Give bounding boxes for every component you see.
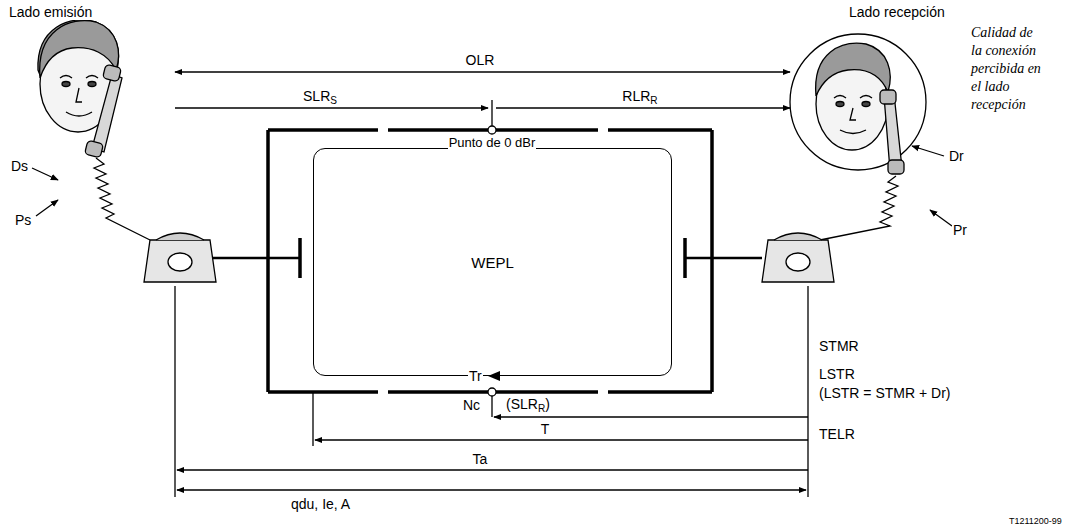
rating-arrow bbox=[174, 286, 175, 497]
rating-label: STMR bbox=[818, 338, 860, 354]
echo-arrowhead bbox=[488, 371, 500, 381]
quality-note: Calidad de la conexión percibida en el l… bbox=[970, 24, 1044, 114]
talker-figure bbox=[168, 253, 192, 271]
network-box: WEPL bbox=[313, 148, 672, 376]
talker-figure bbox=[88, 82, 96, 87]
reference-point bbox=[488, 388, 496, 396]
listener-figure bbox=[888, 160, 904, 174]
line-connection bbox=[212, 257, 300, 260]
network-frame bbox=[268, 130, 712, 392]
talker-figure bbox=[94, 158, 150, 240]
rating-arrow bbox=[496, 107, 790, 108]
listener-figure bbox=[884, 94, 902, 170]
listener-figure bbox=[820, 176, 898, 240]
parameter-label: Tr bbox=[468, 368, 483, 384]
box-label: WEPL bbox=[471, 254, 514, 271]
listener-figure bbox=[762, 240, 834, 282]
reference-point-label: Punto de 0 dBr bbox=[448, 135, 537, 150]
listener-figure bbox=[774, 233, 822, 240]
rating-arrow bbox=[36, 200, 58, 216]
parameter-label: Dr bbox=[948, 148, 965, 164]
rating-label: SLRS bbox=[302, 88, 338, 104]
network-frame bbox=[710, 130, 714, 392]
talker-figure bbox=[62, 82, 70, 87]
network-frame bbox=[608, 128, 712, 132]
rating-arrow bbox=[177, 469, 808, 470]
talker-figure bbox=[76, 88, 82, 102]
line-connection bbox=[685, 257, 762, 260]
side-heading: Lado recepción bbox=[848, 4, 946, 20]
parameter-label: Ta bbox=[472, 451, 489, 467]
listener-figure bbox=[840, 130, 866, 134]
listener-circle bbox=[790, 34, 926, 170]
reference-point bbox=[488, 126, 496, 134]
talker-figure bbox=[60, 76, 98, 79]
listener-figure bbox=[836, 102, 844, 107]
listener-figure bbox=[786, 253, 810, 271]
rating-arrow bbox=[32, 168, 58, 180]
rating-arrow bbox=[807, 286, 808, 497]
parameter-label: Ds bbox=[10, 158, 29, 174]
rating-label: OLR bbox=[465, 52, 496, 68]
rating-arrow bbox=[312, 392, 313, 446]
talker-figure bbox=[103, 64, 122, 81]
parameter-label: Ps bbox=[14, 212, 32, 228]
rating-label: TELR bbox=[818, 426, 856, 442]
line-connection bbox=[683, 238, 687, 278]
echo-arrowhead bbox=[488, 371, 500, 381]
rating-arrow bbox=[930, 210, 952, 226]
rating-arrow bbox=[912, 146, 944, 156]
talker-figure bbox=[66, 112, 92, 116]
line-connection bbox=[212, 238, 762, 278]
rating-label: RLRR bbox=[621, 88, 658, 104]
parameter-label: qdu, Ie, A bbox=[290, 496, 351, 512]
parameter-label: Pr bbox=[952, 222, 968, 238]
line-connection bbox=[298, 238, 302, 278]
talker-figure bbox=[144, 240, 216, 282]
talker-figure bbox=[85, 140, 104, 157]
network-frame bbox=[268, 128, 378, 132]
formula-label: (LSTR = STMR + Dr) bbox=[818, 385, 951, 401]
talker-figure bbox=[156, 233, 204, 240]
listener-figure bbox=[862, 102, 870, 107]
rating-arrow bbox=[175, 107, 488, 108]
network-frame bbox=[268, 390, 378, 394]
network-frame bbox=[608, 390, 712, 394]
talker-figure bbox=[92, 74, 122, 152]
listener-figure bbox=[850, 108, 856, 120]
listener-circle bbox=[790, 34, 926, 170]
listener-figure bbox=[834, 96, 872, 99]
rating-arrow bbox=[175, 71, 790, 72]
rating-label: LSTR bbox=[818, 366, 856, 382]
rating-arrow bbox=[177, 489, 806, 490]
talker-figure bbox=[38, 20, 216, 282]
rating-label: (SLRR) bbox=[505, 396, 551, 412]
listener-figure bbox=[762, 43, 904, 282]
rating-arrow bbox=[491, 100, 492, 126]
parameter-label: T bbox=[540, 421, 551, 437]
rating-arrow bbox=[491, 396, 492, 417]
side-heading: Lado emisión bbox=[8, 4, 93, 20]
network-frame bbox=[266, 130, 270, 392]
listener-figure bbox=[880, 90, 896, 104]
rating-arrow bbox=[315, 439, 808, 440]
parameter-label: Nc bbox=[462, 397, 481, 413]
rating-arrow bbox=[32, 72, 952, 497]
listener-figure bbox=[816, 43, 891, 96]
figure-code: T1211200-99 bbox=[1008, 516, 1063, 527]
rating-arrow bbox=[494, 416, 808, 417]
